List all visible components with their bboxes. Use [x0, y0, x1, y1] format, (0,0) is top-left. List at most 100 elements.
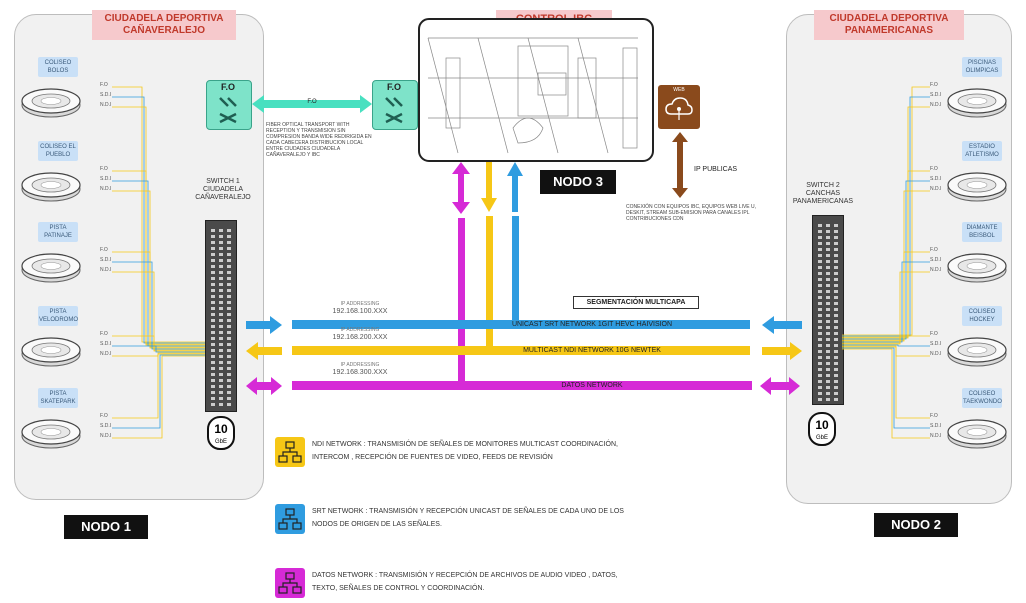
link-tag-ndi: N.D.I — [100, 351, 112, 357]
switch-port — [227, 289, 231, 292]
link-tag-ndi: N.D.I — [100, 433, 112, 439]
network-band — [292, 381, 752, 390]
switch-port — [826, 362, 830, 365]
switch-port — [211, 325, 215, 328]
switch-port — [834, 362, 838, 365]
switch-port — [211, 307, 215, 310]
node3-label: NODO 3 — [540, 170, 616, 194]
switch-port — [818, 254, 822, 257]
switch-port — [219, 313, 223, 316]
switch-port — [227, 361, 231, 364]
switch-port — [211, 355, 215, 358]
switch-port — [834, 248, 838, 251]
datos-vertical-bar — [458, 218, 465, 388]
switch-port — [818, 314, 822, 317]
switch-port — [826, 386, 830, 389]
ip-range: 192.168.200.XXX — [332, 334, 388, 341]
srt-vertical-bar — [512, 216, 519, 324]
node1-title: CIUDADELA DEPORTIVA CAÑAVERALEJO — [92, 10, 236, 40]
node1-label: NODO 1 — [64, 515, 148, 539]
link-tag-ndi: N.D.I — [930, 351, 942, 357]
link-tag-ndi: N.D.I — [930, 102, 942, 108]
switch-port — [211, 331, 215, 334]
switch2-rack — [812, 215, 844, 405]
switch-port — [211, 349, 215, 352]
switch-port — [826, 374, 830, 377]
10gbe-icon: 10 GbE — [207, 416, 235, 450]
switch-port — [211, 385, 215, 388]
venue-label: PISTA PATINAJE — [38, 222, 78, 242]
switch-port — [227, 379, 231, 382]
switch-port — [818, 266, 822, 269]
fo-box-right — [372, 80, 418, 130]
ip-publicas-label: IP PUBLICAS — [694, 166, 738, 173]
switch-port — [818, 236, 822, 239]
switch-port — [219, 373, 223, 376]
switch-port — [818, 284, 822, 287]
switch-port — [826, 368, 830, 371]
stadium-icon — [20, 163, 82, 203]
link-tag-sdi: S.D.I — [930, 92, 942, 98]
switch-port — [818, 302, 822, 305]
switch-port — [834, 242, 838, 245]
switch-port — [818, 290, 822, 293]
datos-arrow-right — [760, 377, 800, 395]
switch-port — [826, 224, 830, 227]
switch-port — [219, 289, 223, 292]
switch-port — [818, 296, 822, 299]
switch-port — [211, 289, 215, 292]
switch-port — [227, 253, 231, 256]
fo-converter-icon — [219, 97, 237, 124]
venue-connection-lines — [112, 86, 205, 439]
link-tag-sdi: S.D.I — [930, 176, 942, 182]
link-tag-sdi: S.D.I — [930, 341, 942, 347]
switch-port — [219, 379, 223, 382]
switch-port — [211, 259, 215, 262]
switch1-title: SWITCH 1 CIUDADELA CAÑAVERALEJO — [195, 178, 251, 201]
switch-port — [227, 319, 231, 322]
link-tag-sdi: S.D.I — [100, 176, 112, 182]
switch-port — [211, 265, 215, 268]
switch-port — [227, 397, 231, 400]
switch-port — [227, 391, 231, 394]
ndi-arrow-left — [246, 342, 282, 360]
network-band-label: UNICAST SRT NETWORK 1GIT HEVC HAIVISION — [511, 321, 673, 328]
switch-port — [211, 235, 215, 238]
switch-port — [834, 230, 838, 233]
switch-port — [227, 283, 231, 286]
switch-port — [219, 385, 223, 388]
link-tag-ndi: N.D.I — [100, 186, 112, 192]
switch-port — [211, 373, 215, 376]
switch-port — [826, 272, 830, 275]
venue-label: DIAMANTE BEISBOL — [962, 222, 1002, 242]
switch-port — [227, 235, 231, 238]
link-tag-sdi: S.D.I — [100, 257, 112, 263]
link-tag-sdi: S.D.I — [100, 92, 112, 98]
stadium-icon — [20, 79, 82, 119]
fo-converter-icon — [385, 97, 403, 124]
venue-label: PISCINAS OLIMPICAS — [962, 57, 1002, 77]
switch-port — [211, 283, 215, 286]
switch-port — [227, 349, 231, 352]
switch-port — [826, 278, 830, 281]
switch-port — [826, 236, 830, 239]
switch-port — [227, 259, 231, 262]
switch-port — [818, 326, 822, 329]
switch-port — [826, 308, 830, 311]
switch-port — [211, 229, 215, 232]
venue-label: PISTA SKATEPARK — [38, 388, 78, 408]
switch-port — [818, 260, 822, 263]
switch-port — [834, 284, 838, 287]
link-tag-fo: F.O — [100, 331, 108, 337]
switch-port — [818, 362, 822, 365]
switch-port — [818, 272, 822, 275]
switch-port — [818, 338, 822, 341]
switch-port — [826, 266, 830, 269]
gbe-value: 10 — [815, 418, 829, 432]
switch-port — [227, 355, 231, 358]
switch-port — [834, 236, 838, 239]
stadium-icon — [20, 328, 82, 368]
switch2-title: SWITCH 2 CANCHAS PANAMERICANAS — [792, 182, 854, 205]
ndi-arrow-right — [762, 342, 802, 360]
switch-port — [834, 272, 838, 275]
